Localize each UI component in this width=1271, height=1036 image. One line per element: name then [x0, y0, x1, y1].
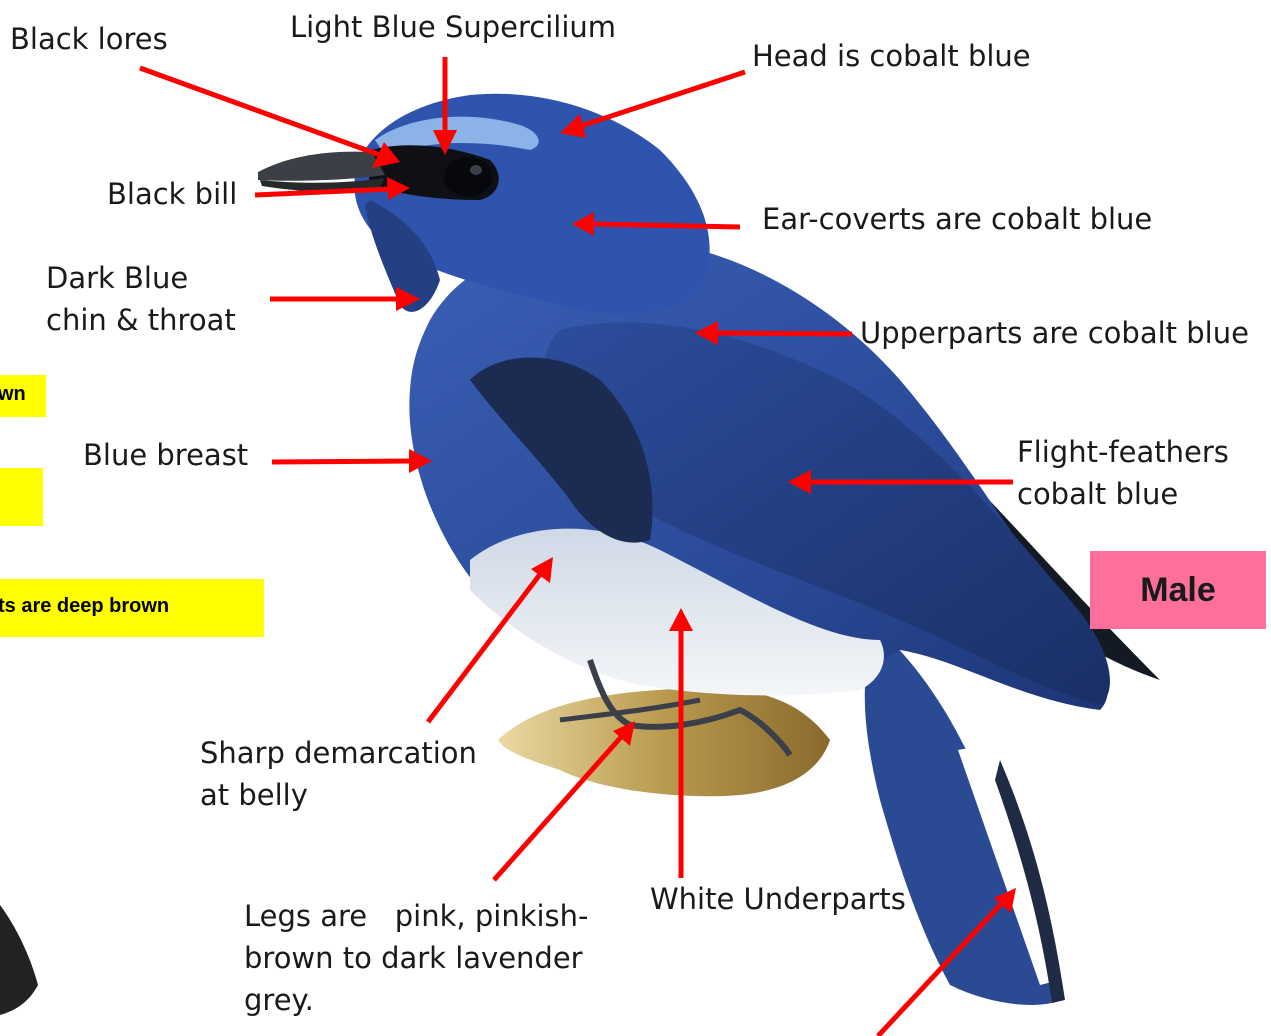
label-upperparts-text: Upperparts are cobalt blue [860, 316, 1249, 350]
label-legs: Legs are pink, pinkish- brown to dark la… [244, 895, 589, 1021]
male-badge: Male [1090, 551, 1266, 629]
label-white-underparts: White Underparts [650, 878, 906, 920]
label-flight-line1: Flight-feathers [1017, 431, 1229, 473]
label-light-blue-supercilium: Light Blue Supercilium [290, 6, 616, 48]
label-ear-coverts: Ear-coverts are cobalt blue [762, 198, 1152, 240]
label-flight-feathers: Flight-feathers cobalt blue [1017, 431, 1229, 515]
side-note-1-text: wn [0, 383, 26, 405]
label-demarcation: Sharp demarcation at belly [200, 732, 477, 816]
label-light-blue-supercilium-text: Light Blue Supercilium [290, 10, 616, 44]
male-badge-text: Male [1140, 571, 1216, 610]
side-note-1: wn [0, 375, 46, 417]
label-blue-breast: Blue breast [83, 434, 248, 476]
eye-highlight [470, 165, 482, 175]
arrow-blue-breast [272, 449, 432, 473]
side-note-3: ts are deep brown [0, 579, 264, 637]
label-flight-line2: cobalt blue [1017, 473, 1229, 515]
label-black-bill: Black bill [107, 173, 237, 215]
label-legs-line2: brown to dark lavender [244, 937, 589, 979]
side-note-3-text: ts are deep brown [0, 595, 169, 617]
label-blue-breast-text: Blue breast [83, 438, 248, 472]
label-legs-line3: grey. [244, 979, 589, 1021]
bill [258, 152, 385, 181]
label-ear-coverts-text: Ear-coverts are cobalt blue [762, 202, 1152, 236]
label-white-underparts-text: White Underparts [650, 882, 906, 916]
side-note-2 [0, 468, 43, 526]
label-legs-line1: Legs are pink, pinkish- [244, 895, 589, 937]
partial-bird-left [0, 905, 38, 1015]
label-upperparts: Upperparts are cobalt blue [860, 312, 1249, 354]
eye [444, 157, 492, 197]
label-head: Head is cobalt blue [752, 35, 1031, 77]
label-chin-line2: chin & throat [46, 299, 236, 341]
label-black-lores: Black lores [10, 18, 168, 60]
arrow-chin-throat [270, 287, 420, 311]
label-head-text: Head is cobalt blue [752, 39, 1031, 73]
label-black-bill-text: Black bill [107, 177, 237, 211]
label-black-lores-text: Black lores [10, 22, 168, 56]
label-chin-throat: Dark Blue chin & throat [46, 257, 236, 341]
label-demarcation-line2: at belly [200, 774, 477, 816]
label-demarcation-line1: Sharp demarcation [200, 732, 477, 774]
label-chin-line1: Dark Blue [46, 257, 236, 299]
